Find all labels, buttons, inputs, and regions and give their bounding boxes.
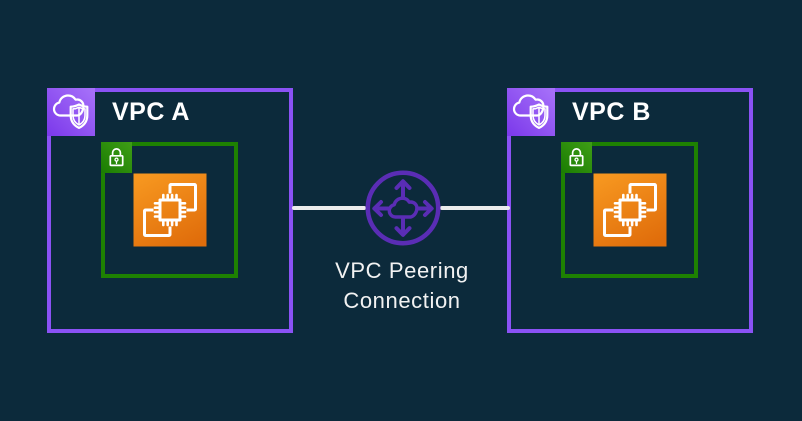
vpc-a-title: VPC A: [112, 98, 190, 126]
ec2-instances-icon: [593, 173, 666, 247]
vpc-cloud-shield-icon: [47, 88, 95, 136]
ec2-instances-icon: [133, 173, 206, 247]
vpc-peering-icon: [363, 168, 443, 248]
vpc-a-container: VPC A: [47, 88, 293, 333]
peering-label-line2: Connection: [343, 288, 461, 313]
vpc-b-title: VPC B: [572, 98, 651, 126]
peering-link-line-right: [440, 206, 510, 210]
vpc-cloud-shield-icon: [507, 88, 555, 136]
peering-label-line1: VPC Peering: [335, 258, 469, 283]
vpc-a-private-subnet: [101, 142, 238, 278]
vpc-b-private-subnet: [561, 142, 698, 278]
peering-label: VPC Peering Connection: [335, 256, 469, 316]
vpc-b-container: VPC B: [507, 88, 753, 333]
peering-link-line-left: [292, 206, 366, 210]
private-subnet-lock-icon: [561, 142, 592, 173]
private-subnet-lock-icon: [101, 142, 132, 173]
